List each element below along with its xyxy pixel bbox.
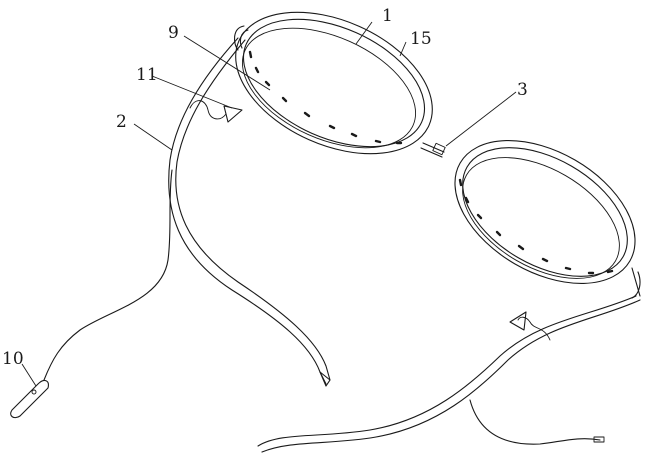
cable-to-plug bbox=[43, 169, 173, 381]
right-temple-strap bbox=[257, 267, 641, 453]
usb-plug bbox=[10, 379, 49, 419]
left-led-strip bbox=[248, 50, 403, 145]
label-lens-edge: 15 bbox=[410, 29, 432, 49]
label-led-strip: 9 bbox=[168, 23, 179, 43]
bridge-connector bbox=[420, 142, 446, 158]
label-connector: 3 bbox=[517, 80, 528, 100]
label-cable: 2 bbox=[116, 112, 127, 132]
right-led-strip bbox=[458, 178, 614, 275]
leader-lines bbox=[21, 21, 517, 387]
right-lens-rim bbox=[454, 140, 636, 284]
left-temple-strap bbox=[168, 25, 331, 387]
label-frame: 1 bbox=[382, 6, 393, 26]
direction-arrow-right bbox=[509, 311, 551, 341]
direction-arrow-left bbox=[189, 100, 243, 123]
label-branch-wire: 11 bbox=[136, 65, 158, 85]
left-lens-rim bbox=[235, 11, 433, 155]
reference-labels: 1 15 9 3 11 2 10 bbox=[2, 6, 528, 369]
label-plug: 10 bbox=[2, 349, 24, 369]
